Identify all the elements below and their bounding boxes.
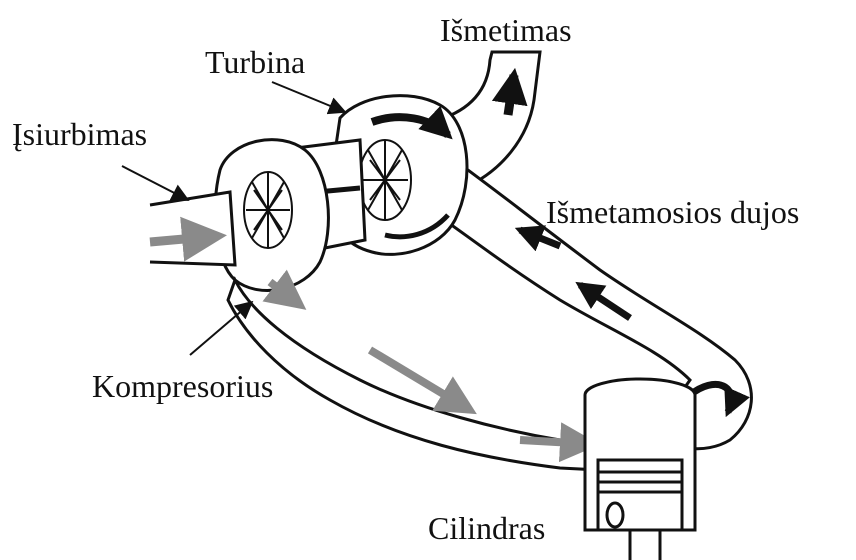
exhaust-label: Išmetimas <box>440 14 572 46</box>
compressor-outlet-pipe <box>228 280 600 470</box>
compressor-wheel <box>244 172 292 248</box>
exhaust-gases-label: Išmetamosios dujos <box>546 196 799 228</box>
turbine-wheel <box>359 140 411 220</box>
cylinder-label: Cilindras <box>428 512 545 544</box>
intake-pipe <box>150 192 235 265</box>
compressor-label: Kompresorius <box>92 370 273 402</box>
intake-label: Įsiurbimas <box>12 118 147 150</box>
cylinder <box>585 379 695 560</box>
turbine-label: Turbina <box>205 46 305 78</box>
